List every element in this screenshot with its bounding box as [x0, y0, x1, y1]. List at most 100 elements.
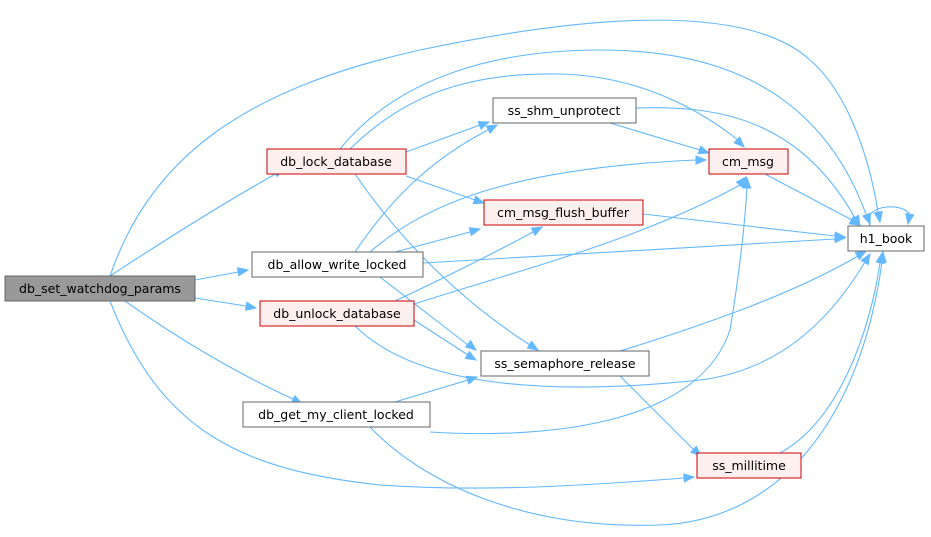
node-label: db_unlock_database [273, 306, 401, 321]
edge-arrowhead [464, 350, 478, 361]
node-db-lock-database[interactable]: db_lock_database [266, 148, 407, 175]
edge-line [764, 173, 853, 221]
node-label: ss_millitime [712, 458, 786, 473]
edge-unlock-to-cmmsg [413, 175, 747, 305]
edge-arrowhead [905, 212, 915, 226]
edge-line [619, 255, 859, 352]
edge-root-to-unlock [194, 297, 258, 311]
edge-sem-to-h1 [619, 250, 868, 352]
edge-arrowhead [873, 210, 883, 224]
edge-line [109, 171, 280, 277]
edge-layer [109, 19, 915, 526]
edge-arrowhead [854, 250, 868, 261]
edge-lock-to-cmmsg [349, 73, 745, 150]
edge-arrowhead [860, 252, 871, 266]
node-label: db_lock_database [280, 154, 392, 169]
edge-line [413, 184, 741, 305]
edge-line [194, 271, 239, 281]
edge-root-to-h1 [109, 19, 883, 277]
edge-unlock-to-h1 [354, 252, 871, 388]
edge-line [413, 319, 469, 356]
edge-arrowhead [477, 121, 491, 131]
edge-arrowhead [485, 124, 499, 135]
node-label: ss_semaphore_release [494, 356, 636, 371]
edge-flush-to-h1 [642, 213, 847, 241]
node-label: db_get_my_client_locked [258, 407, 414, 422]
edge-unlock-to-sem [413, 319, 478, 361]
edge-getmy-to-sem [394, 375, 479, 403]
edge-line [429, 187, 748, 435]
edge-getmy-to-cmmsg [429, 176, 752, 435]
edge-line [109, 300, 685, 489]
edge-arrowhead [735, 175, 747, 189]
edge-arrowhead [526, 340, 540, 351]
edge-line [405, 175, 476, 201]
node-cm-msg-flush-buffer[interactable]: cm_msg_flush_buffer [483, 199, 644, 226]
edge-arrowhead [848, 215, 862, 226]
edge-line [422, 238, 836, 264]
node-label: db_allow_write_locked [268, 257, 407, 272]
edge-line [109, 19, 879, 277]
edge-line [354, 129, 489, 253]
node-db-unlock-database[interactable]: db_unlock_database [259, 300, 415, 327]
edge-allow-to-cmmsg [369, 155, 708, 253]
edge-cmmsg-to-h1 [764, 173, 862, 226]
edge-line [349, 73, 739, 150]
edge-line [394, 379, 469, 403]
node-h1-book[interactable]: h1_book [847, 225, 925, 252]
edge-arrowhead [875, 251, 885, 265]
edge-lock-to-sem [354, 173, 540, 351]
edge-line [339, 49, 867, 215]
node-ss-millitime[interactable]: ss_millitime [696, 452, 802, 479]
edge-line [394, 231, 534, 302]
node-label: ss_shm_unprotect [508, 103, 621, 118]
edge-arrowhead [530, 226, 544, 237]
edge-line [405, 124, 481, 153]
edge-line [194, 297, 247, 307]
edge-line [379, 276, 469, 346]
node-cm-msg[interactable]: cm_msg [708, 148, 789, 175]
edge-allow-to-flush [394, 227, 482, 253]
edge-lock-to-flush [405, 175, 486, 205]
edge-h1-to-h1 [868, 206, 915, 227]
edge-lock-to-shm [405, 121, 491, 153]
node-ss-shm-unprotect[interactable]: ss_shm_unprotect [492, 97, 637, 124]
edge-milli-to-h1 [779, 251, 885, 454]
edge-arrowhead [733, 136, 745, 148]
node-db-get-my-client-locked[interactable]: db_get_my_client_locked [242, 401, 431, 428]
node-label: db_set_watchdog_params [19, 281, 181, 296]
edge-line [394, 231, 471, 253]
edge-line [868, 206, 911, 227]
edge-arrowhead [697, 145, 711, 155]
edge-line [619, 375, 695, 451]
edge-arrowhead [683, 473, 696, 483]
node-ss-semaphore-release[interactable]: ss_semaphore_release [480, 350, 650, 377]
edge-sem-to-milli [619, 375, 703, 457]
edge-unlock-to-flush [394, 226, 544, 302]
edge-shm-to-cmmsg [609, 122, 711, 155]
edge-allow-to-sem [379, 276, 478, 351]
node-label: cm_msg_flush_buffer [497, 205, 630, 220]
edge-line [609, 122, 701, 151]
node-db-allow-write-locked[interactable]: db_allow_write_locked [251, 251, 424, 278]
edge-root-to-milli [109, 300, 696, 489]
edge-lock-to-h1 [339, 49, 871, 226]
edge-arrowhead [468, 227, 482, 237]
edge-arrowhead [834, 231, 847, 241]
edge-root-to-allow [194, 267, 250, 281]
edge-line [354, 261, 866, 388]
edge-line [642, 213, 836, 237]
edge-arrowhead [464, 339, 478, 351]
edge-allow-to-h1 [422, 233, 847, 264]
edge-arrowhead [236, 267, 250, 277]
node-label: cm_msg [722, 154, 774, 169]
edge-line [369, 261, 883, 526]
edge-getmy-to-h1 [369, 250, 887, 526]
edge-allow-to-shm [354, 124, 499, 253]
edge-line [354, 173, 531, 346]
edge-line [369, 159, 697, 253]
edge-arrowhead [472, 195, 486, 205]
edge-line [635, 107, 856, 219]
node-db-set-watchdog-params[interactable]: db_set_watchdog_params [4, 275, 196, 302]
